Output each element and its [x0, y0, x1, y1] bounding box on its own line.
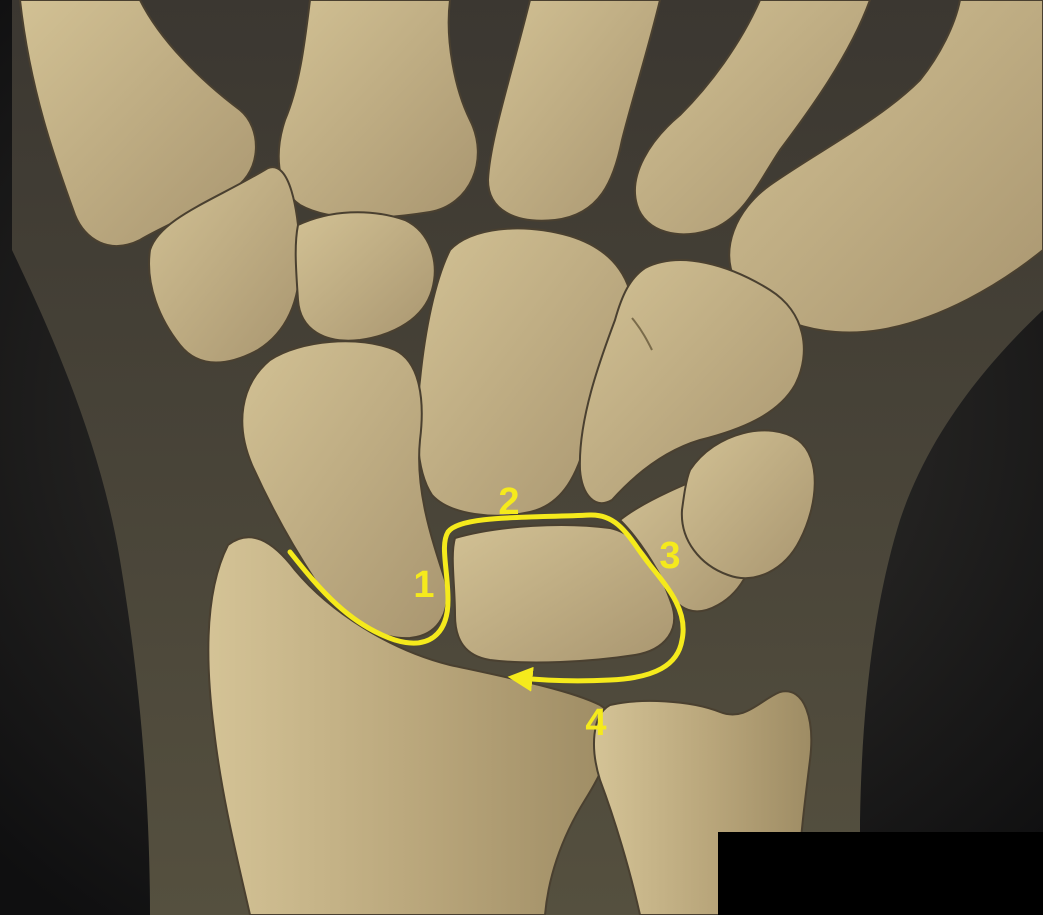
label-4: 4 [585, 702, 606, 744]
metacarpal-second [279, 0, 478, 218]
label-1: 1 [413, 564, 434, 606]
label-3: 3 [659, 535, 680, 577]
corner-black-box [718, 832, 1043, 915]
label-2: 2 [498, 481, 519, 523]
